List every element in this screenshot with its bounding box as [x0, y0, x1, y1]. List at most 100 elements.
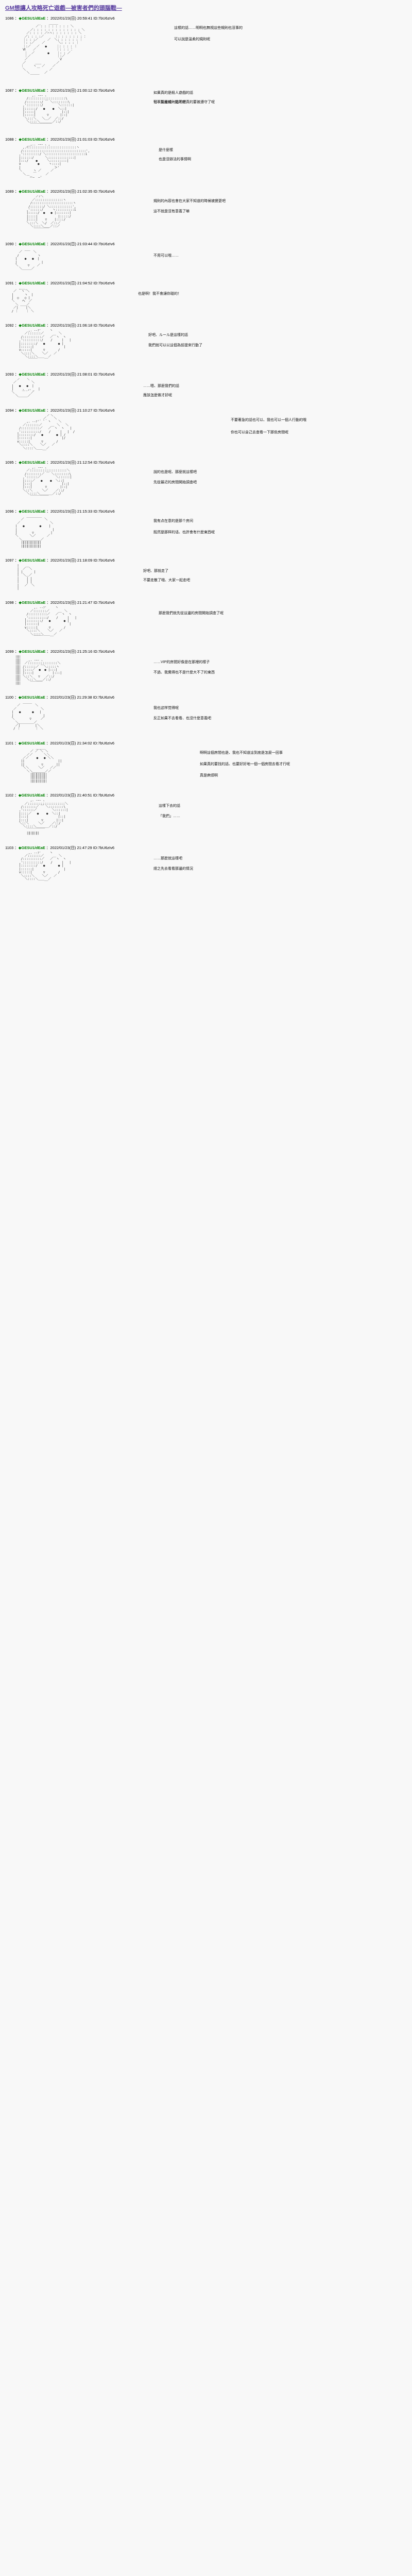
- post-body: ___ ／ ＼ / ヽ | ● ● | | | ＼ ▽ ／ ＼＿＿＿／不用可以哦…: [4, 248, 408, 271]
- post-id: ID:7bU6zIv6: [93, 845, 115, 850]
- post-author-name[interactable]: GESU1/dEaE: [22, 88, 46, 93]
- post-author-name[interactable]: GESU1/dEaE: [21, 793, 45, 798]
- post-number[interactable]: 1101: [5, 740, 14, 745]
- post-date: 2022/01/23(日) 21:34:02: [50, 740, 92, 745]
- post-number[interactable]: 1093: [5, 372, 14, 377]
- dialogue-line: 可以更嚴格一點的吧: [153, 100, 186, 104]
- post-body: _,.. -―- 、, ,.ｲ:::::::::::::::::::::::::…: [4, 143, 408, 179]
- post-author-name[interactable]: GESU1/dEaE: [22, 137, 46, 142]
- post-author-name[interactable]: GESU1/dEaE: [21, 695, 45, 700]
- post-number[interactable]: 1100: [5, 695, 14, 700]
- post-number[interactable]: 1095: [5, 460, 14, 465]
- post-author-name[interactable]: GESU1/dEaE: [22, 460, 46, 465]
- post-author-name[interactable]: GESU1/dEaE: [22, 558, 46, 563]
- post-author-name[interactable]: GESU1/dEaE: [22, 16, 46, 21]
- dialogue-line: 也是沒辦法的事情啊: [159, 157, 191, 161]
- post-number[interactable]: 1097: [5, 558, 14, 563]
- post-author-name[interactable]: GESU1/dEaE: [22, 408, 46, 413]
- post-date: 2022/01/23(日) 21:10:27: [50, 408, 93, 413]
- post-number[interactable]: 1087: [5, 88, 14, 93]
- tripcode-diamond-icon: ◆: [19, 241, 22, 246]
- post-body: ＿＿＿ ／ ＼ ／ ＼ | ● ● | | | ＼ ▽ ／ ＼＿＿＿＿＿／ ／|…: [4, 701, 408, 731]
- dialogue-line: 我有点在意的是那个房间: [153, 519, 193, 523]
- post-author-name[interactable]: GESU1/dEaE: [22, 372, 46, 377]
- post-number[interactable]: 1103: [5, 845, 14, 850]
- post-date: 2022/01/23(日) 21:02:35: [50, 189, 93, 194]
- post-body: |‖| |‖| ,. -―- 、 |‖| ／::::::::::::::::＼ …: [4, 655, 408, 685]
- post-number[interactable]: 1094: [5, 408, 14, 413]
- tripcode-diamond-icon: ◆: [19, 88, 22, 93]
- post-id: ID:7bU6zIv6: [93, 241, 115, 246]
- post-author-name[interactable]: GESU1/dEaE: [22, 600, 46, 605]
- post-body: ＿＿_ ／ ｀ヽ ＼ | ヽ | | ○ ○ | ＼ へ ／ ＼ ＿＿／ ／| …: [4, 287, 408, 313]
- post-spacer: [4, 128, 408, 133]
- post: 1100 ：◆GESU1/dEaE ：2022/01/23(日) 21:29:3…: [4, 694, 408, 737]
- ascii-art: ,. -―- 、 ／::::::::::::::::::::＼ /:::::::…: [19, 799, 68, 836]
- post-number[interactable]: 1088: [5, 137, 14, 142]
- post-header: 1090 ：◆GESU1/dEaE ：2022/01/23(日) 21:03:4…: [5, 241, 115, 246]
- post-body: ,. -‐ｧ'´ ̄ ｀ヽ ／:::::::／ ＼ /::::::::::／ ／…: [4, 329, 408, 362]
- post-body: ,. -―- 、 /::::::::::::::::::::\ /:::::::…: [4, 94, 408, 127]
- dialogue-line: 好吧、那就走了: [143, 569, 168, 573]
- post-spacer: [4, 500, 408, 505]
- ascii-art: | | ／￣＼ | | | | ＼＿／ | | | | | | | ／ ＼ |: [17, 564, 36, 590]
- post-author-name[interactable]: GESU1/dEaE: [22, 649, 46, 654]
- dialogue-line: 是什麼樣: [159, 148, 173, 152]
- post-id: ID:7bU6zIv6: [93, 740, 115, 745]
- post-body: ／ﾉ＼ ／:::::::::::::::ヽ /:::::::::::::::::…: [4, 195, 408, 231]
- post-author-name[interactable]: GESU1/dEaE: [22, 280, 46, 285]
- post-number[interactable]: 1102: [5, 793, 14, 798]
- tripcode-diamond-icon: ◆: [19, 558, 22, 563]
- post-header: 1092 ：◆GESU1/dEaE ：2022/01/23(日) 21:06:1…: [5, 323, 115, 328]
- ascii-art: ,. -‐ｧ'´ ̄ ｀ヽ ／:::::::／ ＼ /::::::::::／ ／…: [19, 329, 72, 362]
- post-number[interactable]: 1096: [5, 509, 14, 514]
- dialogue-line: 也是啊！我不會讓你碰的！: [138, 292, 181, 296]
- post-number[interactable]: 1086: [5, 16, 14, 21]
- dialogue-line: 不要走散了哦、大家一起走吧: [143, 579, 190, 583]
- post-author-name[interactable]: GESU1/dEaE: [22, 241, 46, 246]
- post-number[interactable]: 1089: [5, 189, 14, 194]
- tripcode-diamond-icon: ◆: [18, 695, 22, 700]
- tripcode-diamond-icon: ◆: [18, 845, 22, 850]
- post-date: 2022/01/23(日) 21:29:38: [50, 695, 92, 700]
- post-author-name[interactable]: GESU1/dEaE: [22, 509, 46, 514]
- post-header: 1098 ：◆GESU1/dEaE ：2022/01/23(日) 21:21:4…: [5, 600, 115, 605]
- thread-title[interactable]: GM想讓人攻略死亡遊戲—被害者們的頭腦戰—: [5, 5, 122, 11]
- ascii-art: |‖| |‖| ,. -―- 、 |‖| ／::::::::::::::::＼ …: [15, 655, 62, 685]
- ascii-art: ／＼ ／ ＼ ,. -‐ｧ'´ ̄ ｀ヽ ＼ ／:::::::／ ＼ ＼ /::…: [17, 414, 75, 450]
- post-id: ID:7bU6zIv6: [93, 88, 115, 93]
- dialogue-line: 但不知道規則是不是真的要被遵守了呢: [153, 100, 215, 104]
- post-number[interactable]: 1092: [5, 323, 14, 328]
- post-number[interactable]: 1091: [5, 280, 14, 285]
- post-body: ＿＿＿ ／´: : : : : : : : ＼ ／: : : : : : : :…: [4, 22, 408, 104]
- dialogue-line: 規則的內容也會在大家不知道的時候被變更吧: [153, 199, 226, 204]
- dialogue-line: ……那麼就這樣吧: [153, 856, 182, 860]
- post-header: 1102 ：◆GESU1/dEaE ：2022/01/23(日) 21:40:5…: [5, 793, 115, 798]
- post-author-name[interactable]: GESU1/dEaE: [22, 189, 46, 194]
- post: 1090 ：◆GESU1/dEaE ：2022/01/23(日) 21:03:4…: [4, 241, 408, 277]
- post: 1096 ：◆GESU1/dEaE ：2022/01/23(日) 21:15:3…: [4, 509, 408, 554]
- ascii-art: ＿＿＿ ／´: : : : : : : : ＼ ／: : : : : : : :…: [21, 22, 88, 78]
- post-body: ＿＿＿ ／ ／ ＼ ＼ ／／ ＼＼ ／／ ● ● ＼＼ || || || ▽ |…: [4, 747, 408, 783]
- post-spacer: [4, 549, 408, 554]
- post-number[interactable]: 1090: [5, 241, 14, 246]
- dialogue-line: 那麼我們就先從這邊的房間開始調查了呢: [159, 612, 224, 616]
- post-author-name[interactable]: GESU1/dEaE: [21, 740, 45, 745]
- post-list: 1086 ：◆GESU1/dEaE ：2022/01/23(日) 20:59:4…: [4, 15, 408, 887]
- post-body: | | ／￣＼ | | | | ＼＿／ | | | | | | | ／ ＼ | 好…: [4, 564, 408, 590]
- thread-page: GM想讓人攻略死亡遊戲—被害者們的頭腦戰— 1086 ：◆GESU1/dEaE …: [0, 0, 412, 910]
- tripcode-diamond-icon: ◆: [19, 372, 22, 377]
- post-author-name[interactable]: GESU1/dEaE: [22, 323, 46, 328]
- post-id: ID:7bU6zIv6: [93, 460, 115, 465]
- post-spacer: [4, 399, 408, 404]
- dialogue-line: 不過、我覺得也不是什麼大不了的東西: [153, 671, 215, 675]
- post-date: 2022/01/23(日) 21:03:44: [50, 241, 93, 246]
- post-number[interactable]: 1098: [5, 600, 14, 605]
- post-date: 2022/01/23(日) 21:01:03: [50, 137, 93, 142]
- post-number[interactable]: 1099: [5, 649, 14, 654]
- dialogue-line: 不要著急的話也可以、我也可以一個人行動的哦: [231, 418, 306, 422]
- ascii-art: ___ ／ ＼ / ヽ | ● ● | | | ＼ ▽ ／ ＼＿＿＿／: [15, 247, 43, 271]
- ascii-art: _,.. -―- 、, ,.ｲ:::::::::::::::::::::::::…: [19, 143, 90, 180]
- post-author-name[interactable]: GESU1/dEaE: [21, 845, 45, 850]
- dialogue-line: 這樣的話……明明也無視這些規則也沒事的: [174, 26, 243, 30]
